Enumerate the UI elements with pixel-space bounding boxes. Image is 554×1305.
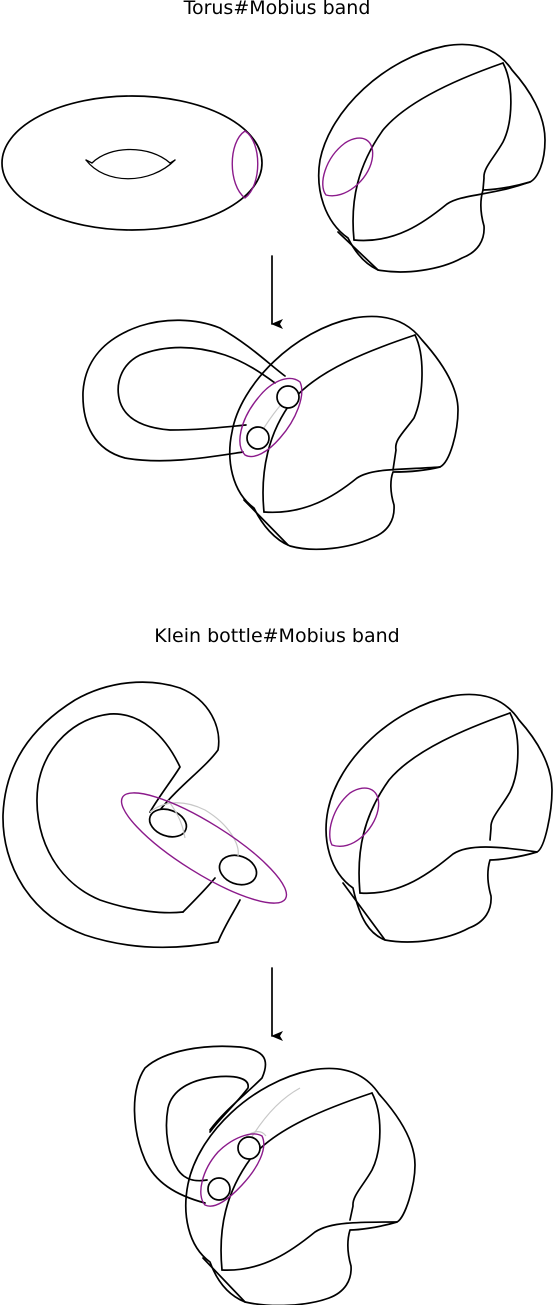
klein-outer-loop bbox=[2, 681, 241, 949]
torus-hole-lower bbox=[85, 159, 176, 180]
klein-hole-lower bbox=[218, 854, 258, 886]
sum-hole-upper bbox=[276, 385, 300, 409]
mobius-band-bottom bbox=[325, 693, 553, 943]
torus-gluing-curve bbox=[231, 130, 259, 199]
klein-gluing-curve bbox=[120, 792, 288, 904]
klein-hole-upper bbox=[148, 808, 188, 838]
sum-klein-mobius-outline bbox=[185, 1067, 416, 1305]
torus bbox=[1, 95, 263, 231]
mobius-inner-edge bbox=[352, 62, 504, 241]
torus-mobius-sum bbox=[82, 315, 459, 551]
sum-klein-outer bbox=[133, 1045, 267, 1204]
title-torus-mobius: Torus#Mobius band bbox=[183, 0, 371, 19]
mobius-gluing-curve bbox=[322, 137, 374, 197]
title-klein-mobius: Klein bottle#Mobius band bbox=[154, 625, 400, 647]
mobius-gluing-curve-bottom bbox=[329, 787, 380, 847]
klein-mobius-sum bbox=[133, 1045, 416, 1305]
torus-hole-upper bbox=[91, 148, 171, 164]
handle-inner bbox=[117, 346, 276, 431]
mobius-band-top bbox=[317, 43, 546, 273]
sum-klein-hole-lower bbox=[207, 1177, 231, 1201]
klein-bottle bbox=[2, 681, 288, 949]
sum-hole-lower bbox=[246, 426, 270, 450]
handle-outer bbox=[82, 319, 286, 462]
torus-outline bbox=[1, 95, 263, 231]
mobius-outline-bottom bbox=[325, 693, 553, 943]
sum-gluing-curve bbox=[239, 377, 303, 458]
mobius-outline bbox=[317, 43, 546, 273]
sum-klein-gluing-curve bbox=[200, 1133, 265, 1207]
klein-inner-loop bbox=[36, 713, 184, 914]
sum-klein-hole-upper bbox=[237, 1136, 261, 1160]
sum-mobius-outline bbox=[229, 315, 459, 551]
